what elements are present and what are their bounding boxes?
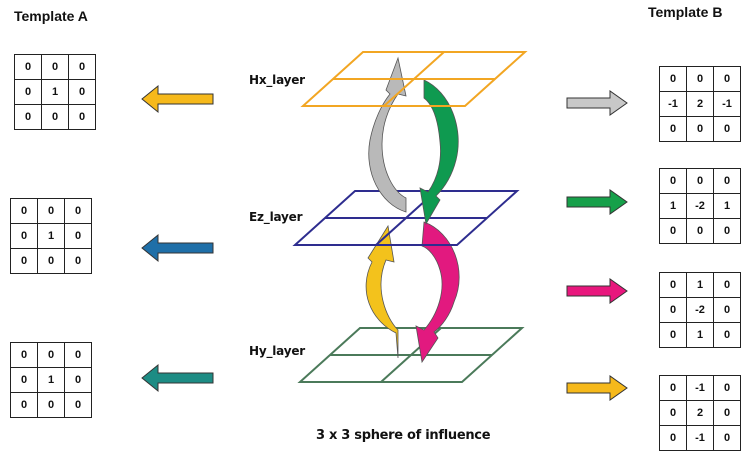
upper-left-cycle-arrow [368, 56, 407, 213]
template-a-arrow-hx [141, 84, 214, 114]
cell: 0 [713, 425, 741, 451]
hy-layer-label: Hy_layer [249, 344, 305, 358]
cell: 0 [659, 116, 687, 142]
cell: 0 [686, 218, 714, 244]
cell: 0 [10, 342, 38, 368]
cell: 0 [64, 367, 92, 393]
cell: 0 [713, 116, 741, 142]
cell: 0 [713, 218, 741, 244]
cell: 1 [41, 79, 69, 105]
cell: 0 [713, 297, 741, 323]
lower-right-cycle-arrow [415, 221, 460, 364]
hy-layer-plane [297, 327, 525, 383]
diagram-caption: 3 x 3 sphere of influence [316, 428, 491, 443]
cell: 0 [64, 248, 92, 274]
cell: -1 [713, 91, 741, 117]
template-b-arrow-1 [566, 90, 628, 116]
template-b-arrow-3 [566, 278, 628, 304]
hx-layer-label: Hx_layer [249, 73, 305, 87]
cell: 0 [14, 79, 42, 105]
hx-layer-plane [300, 51, 528, 107]
cell: 0 [64, 392, 92, 418]
cell: 0 [41, 54, 69, 80]
cell: 0 [659, 168, 687, 194]
cell: 0 [713, 375, 741, 401]
template-a-title: Template A [14, 8, 88, 24]
template-b-arrow-2 [566, 189, 628, 215]
cell: 0 [713, 272, 741, 298]
cell: 1 [37, 223, 65, 249]
cell: 0 [659, 272, 687, 298]
cell: 0 [713, 168, 741, 194]
cell: 0 [14, 54, 42, 80]
cell: 0 [10, 248, 38, 274]
upper-right-cycle-arrow [419, 79, 459, 226]
cell: 0 [686, 116, 714, 142]
cell: 0 [68, 104, 96, 130]
cell: -1 [659, 91, 687, 117]
cell: 0 [37, 198, 65, 224]
cell: 1 [713, 193, 741, 219]
cell: 0 [64, 223, 92, 249]
cell: 1 [659, 193, 687, 219]
cell: 0 [64, 198, 92, 224]
template-b-arrow-4 [566, 375, 628, 401]
ez-layer-label: Ez_layer [249, 210, 303, 224]
cell: 0 [713, 322, 741, 348]
cell: 1 [686, 272, 714, 298]
cell: 0 [37, 392, 65, 418]
cell: 0 [37, 342, 65, 368]
cell: 0 [713, 400, 741, 426]
cell: 0 [37, 248, 65, 274]
cell: -1 [686, 425, 714, 451]
template-b-title: Template B [648, 4, 723, 20]
template-a-arrow-ez [141, 233, 214, 263]
cell: 0 [686, 66, 714, 92]
template-a-arrow-hy [141, 363, 214, 393]
